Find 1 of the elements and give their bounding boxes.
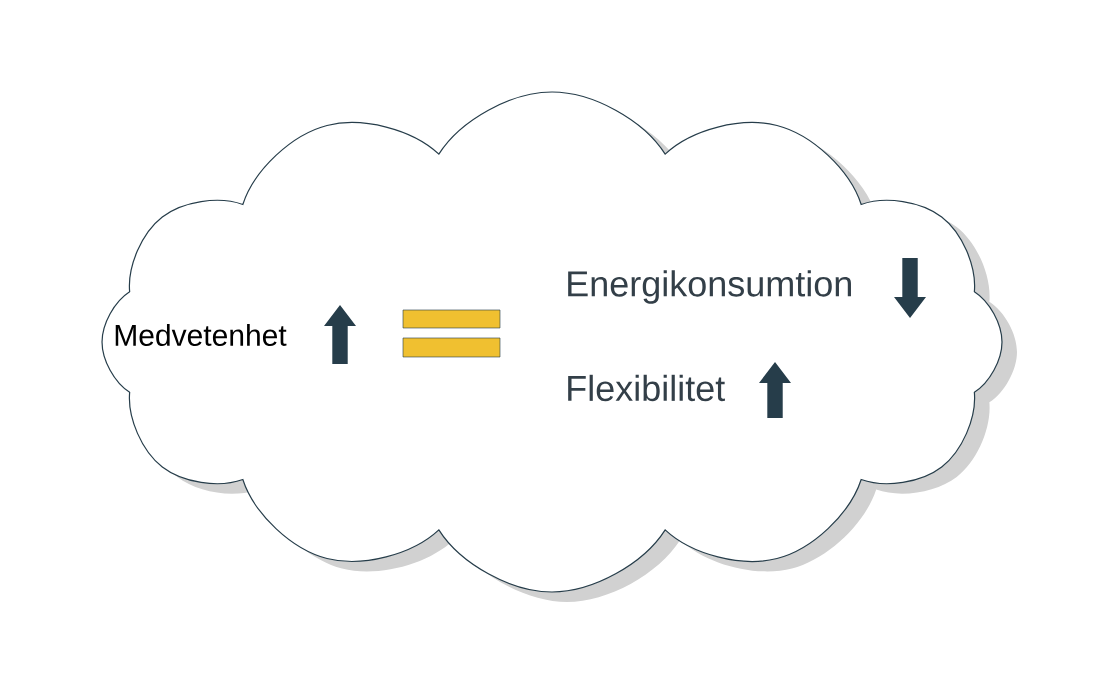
cloud: Medvetenhet Energikonsumtion Flexibilitet — [101, 91, 1017, 602]
